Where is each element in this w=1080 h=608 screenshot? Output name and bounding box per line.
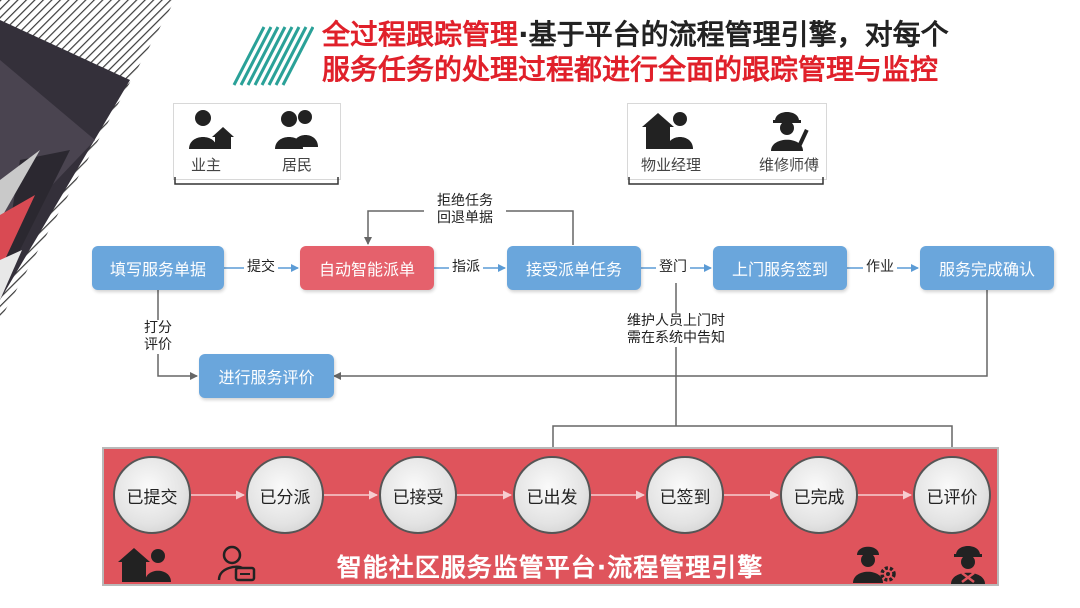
edge-label-reject-line1: 拒绝任务 — [437, 193, 493, 209]
title-line1-rest: ·基于平台的流程管理引擎，对每个 — [518, 18, 949, 51]
worker-gear-icon — [853, 546, 896, 583]
actor-label-owner: 业主 — [190, 156, 221, 174]
node-confirm-done: 服务完成确认 — [920, 246, 1054, 290]
node-accept-task: 接受派单任务 — [507, 246, 641, 290]
actor-label-resident: 居民 — [281, 156, 312, 174]
edge-label-notice: 维护人员上门时 需在系统中告知 — [616, 313, 736, 347]
status-checked-in: 已签到 — [646, 456, 724, 534]
owner-house-icon — [189, 110, 234, 149]
repair-worker-icon — [771, 112, 809, 151]
property-manager-icon — [642, 112, 693, 149]
status-evaluated: 已评价 — [913, 456, 991, 534]
status-accepted: 已接受 — [379, 456, 457, 534]
edge-label-reject: 拒绝任务 回退单据 — [424, 193, 506, 227]
owner-house-icon — [118, 548, 171, 582]
edge-label-notice-line2: 需在系统中告知 — [627, 330, 725, 346]
page-title-line2: 服务任务的处理过程都进行全面的跟踪管理与监控 — [322, 53, 939, 86]
person-card-icon — [217, 545, 256, 582]
status-departed: 已出发 — [513, 456, 591, 534]
edge-label-assign: 指派 — [449, 259, 483, 276]
page-title-line1: 全过程跟踪管理·基于平台的流程管理引擎，对每个 — [322, 18, 949, 52]
edge-label-rate-line2: 评价 — [144, 337, 172, 353]
edge-label-notice-line1: 维护人员上门时 — [627, 313, 725, 329]
node-onsite-checkin: 上门服务签到 — [713, 246, 847, 290]
edge-label-visit: 登门 — [656, 259, 690, 276]
worker-tools-icon — [951, 546, 985, 584]
edge-label-rate: 打分 评价 — [138, 320, 178, 354]
edge-label-reject-line2: 回退单据 — [437, 210, 493, 226]
title-stripes-icon — [232, 26, 314, 86]
corner-decoration — [0, 0, 175, 320]
actor-label-property-manager: 物业经理 — [640, 156, 701, 174]
status-dispatched: 已分派 — [246, 456, 324, 534]
node-auto-dispatch: 自动智能派单 — [300, 246, 434, 290]
title-highlight: 全过程跟踪管理 — [322, 18, 519, 51]
status-panel-footer: 智能社区服务监管平台·流程管理引擎 — [336, 553, 764, 582]
status-completed: 已完成 — [780, 456, 858, 534]
edge-label-rate-line1: 打分 — [144, 320, 172, 336]
node-fill-form: 填写服务单据 — [92, 246, 224, 290]
status-submitted: 已提交 — [113, 456, 191, 534]
residents-group-icon — [275, 110, 318, 149]
actor-label-repair-worker: 维修师傅 — [758, 156, 819, 174]
node-evaluate: 进行服务评价 — [199, 354, 334, 398]
edge-label-work: 作业 — [863, 259, 897, 276]
edge-label-submit: 提交 — [244, 259, 278, 276]
